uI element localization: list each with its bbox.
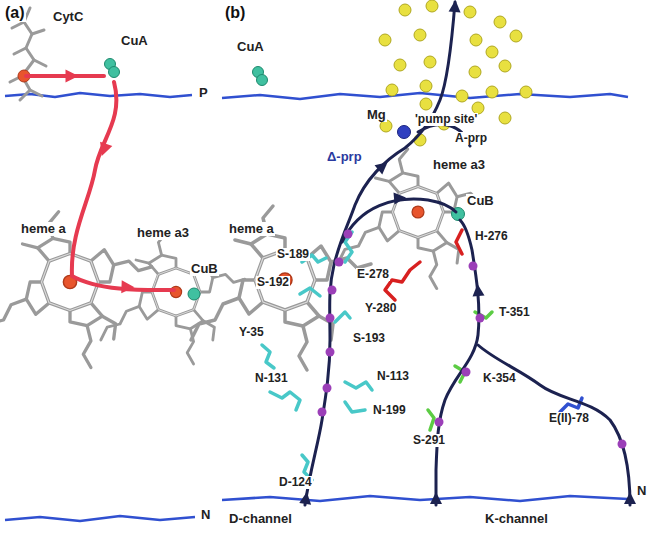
part-label: S-192 — [256, 276, 290, 289]
part-label: Δ-prp — [326, 150, 363, 164]
part-label: K-channel — [484, 512, 549, 526]
part-label: 'pump site' — [414, 113, 478, 126]
part-label: heme a3 — [432, 158, 486, 172]
part-label: Mg — [366, 108, 387, 122]
part-label: CuA — [236, 40, 265, 54]
part-label: S-193 — [352, 332, 386, 345]
part-label: heme a — [228, 222, 275, 236]
part-label: N-131 — [254, 372, 289, 385]
part-label: E-278 — [356, 268, 390, 281]
part-label: CuA — [120, 34, 149, 48]
part-label: N — [200, 508, 211, 522]
part-label: CytC — [52, 10, 84, 24]
part-label: A-prp — [454, 132, 488, 145]
part-label: H-276 — [474, 230, 509, 243]
part-label: N — [636, 484, 647, 498]
part-label: Y-35 — [238, 326, 265, 339]
part-label: heme a — [20, 222, 67, 236]
part-label: D-channel — [228, 512, 293, 526]
part-label: P — [198, 86, 209, 100]
part-label: heme a3 — [136, 226, 190, 240]
part-label: CuB — [190, 262, 219, 276]
part-label: (b) — [224, 4, 246, 22]
part-label: Y-280 — [364, 302, 397, 315]
part-label: E(II)-78 — [548, 412, 590, 425]
part-label: (a) — [4, 4, 26, 22]
part-label: K-354 — [482, 372, 517, 385]
part-label: N-199 — [372, 404, 407, 417]
part-label: D-124 — [278, 476, 313, 489]
part-label: S-189 — [276, 248, 310, 261]
part-label: S-291 — [412, 434, 446, 447]
part-label: N-113 — [376, 370, 410, 383]
part-label: T-351 — [498, 306, 531, 319]
part-label: CuB — [466, 194, 495, 208]
